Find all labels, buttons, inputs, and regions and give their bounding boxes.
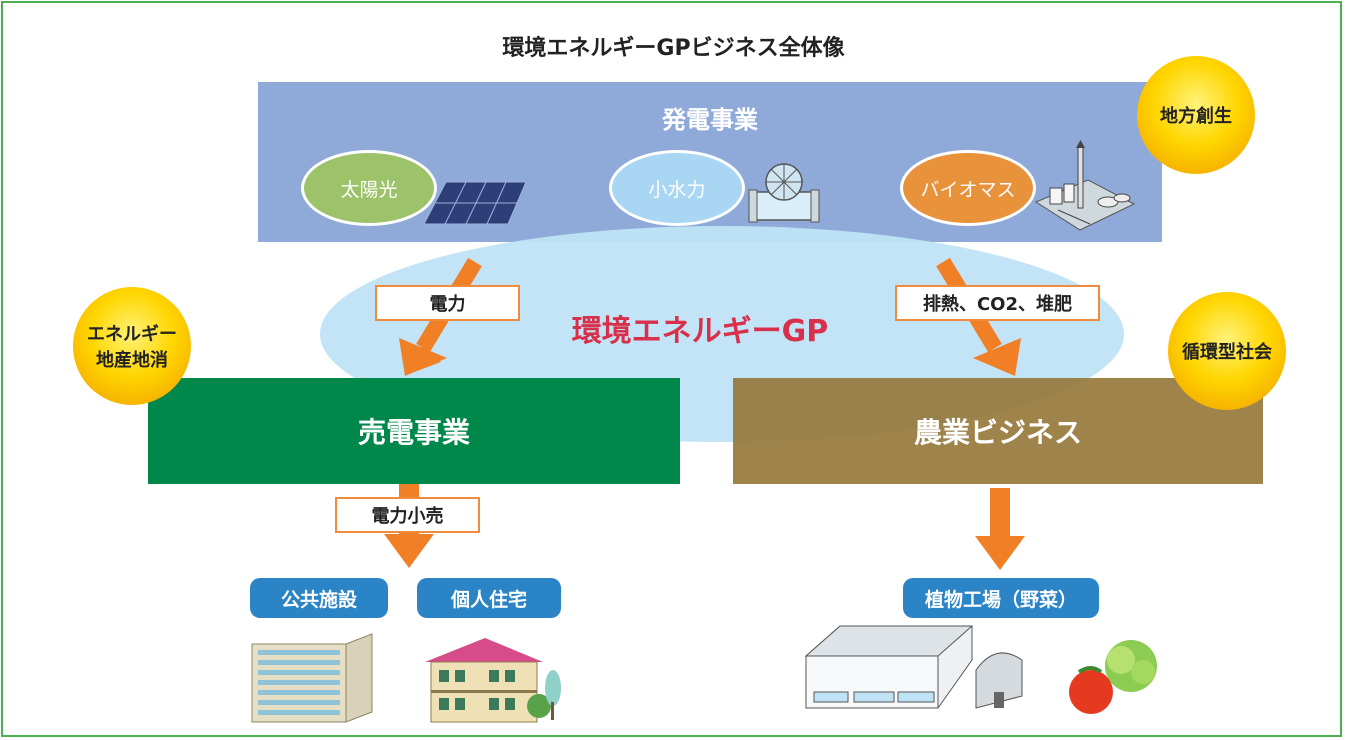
- source-biomass-label: バイオマス: [920, 178, 1016, 201]
- power-sale-block: 売電事業: [148, 378, 680, 484]
- badge-local-energy-line1: エネルギー: [87, 324, 177, 345]
- badge-local-energy: エネルギー 地産地消: [73, 287, 191, 405]
- source-hydro-label: 小水力: [648, 178, 706, 201]
- solar-panel-icon: [423, 181, 527, 225]
- vegetables-icon: [1069, 640, 1157, 714]
- source-solar-label: 太陽光: [340, 178, 398, 201]
- flow-label-retail: 電力小売: [335, 497, 480, 533]
- source-hydro: 小水力: [609, 150, 745, 226]
- generation-title: 発電事業: [662, 106, 758, 134]
- customer-plant-factory: 植物工場（野菜）: [903, 578, 1099, 618]
- flow-label-byproducts: 排熱、CO2、堆肥: [895, 285, 1100, 321]
- house-icon: [425, 638, 561, 723]
- agri-business-block: 農業ビジネス: [733, 378, 1263, 484]
- flow-label-power: 電力: [375, 285, 520, 321]
- center-label: 環境エネルギーGP: [571, 314, 829, 349]
- customer-private-home: 個人住宅: [417, 578, 561, 618]
- biomass-plant-icon: [1034, 140, 1136, 231]
- badge-circular-society: 循環型社会: [1168, 292, 1286, 410]
- arrow-agri-to-plant-factory: [975, 488, 1025, 570]
- public-building-icon: [251, 633, 373, 723]
- diagram-title: 環境エネルギーGPビジネス全体像: [502, 36, 845, 61]
- source-solar: 太陽光: [301, 150, 437, 226]
- hydro-turbine-icon: [748, 163, 820, 223]
- plant-factory-icon: [804, 625, 1023, 709]
- source-biomass: バイオマス: [900, 150, 1036, 226]
- badge-regional-revitalization: 地方創生: [1137, 56, 1255, 174]
- badge-local-energy-line2: 地産地消: [96, 350, 168, 371]
- customer-public-facility: 公共施設: [250, 578, 388, 618]
